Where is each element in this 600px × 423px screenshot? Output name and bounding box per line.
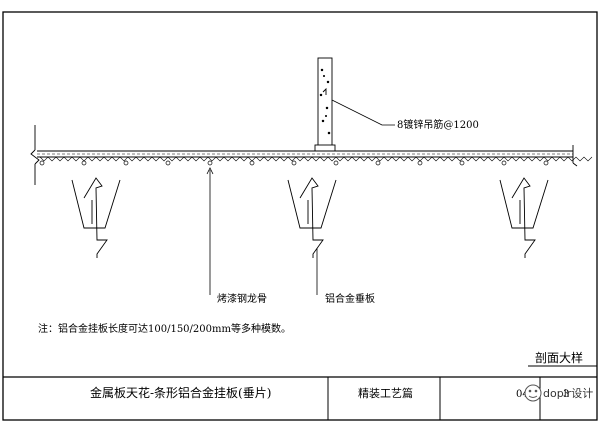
keel-label: 烤漆钢龙骨 <box>217 292 267 305</box>
drawing-name: 金属板天花-条形铝合金挂板(垂片) <box>90 385 271 400</box>
hanger-label: 8镀锌吊筋@1200 <box>397 118 479 131</box>
watermark-text: doplr设计 <box>543 387 593 400</box>
panel-label: 铝合金垂板 <box>325 292 375 305</box>
hanging-panel-1 <box>71 177 121 258</box>
keel-teeth <box>39 156 593 162</box>
drawing-frame <box>2 11 598 421</box>
title-block <box>3 376 597 420</box>
page-number: 3 <box>563 389 569 400</box>
note-text: 注：铝合金挂板长度可达100/150/200mm等多种模数。 <box>38 322 291 335</box>
left-break-mark <box>30 125 40 185</box>
drawing-category: 精装工艺篇 <box>358 386 413 400</box>
keel-rail <box>37 145 578 167</box>
hanging-panel-2 <box>287 177 337 258</box>
watermark-logo <box>524 384 542 402</box>
hanger-rod <box>314 57 336 152</box>
section-title: 剖面大样 <box>535 350 583 365</box>
keel-holes <box>39 160 549 166</box>
hanging-panel-3 <box>499 177 549 258</box>
sheet-number: 04 <box>516 389 529 400</box>
leader-lines <box>206 99 395 295</box>
